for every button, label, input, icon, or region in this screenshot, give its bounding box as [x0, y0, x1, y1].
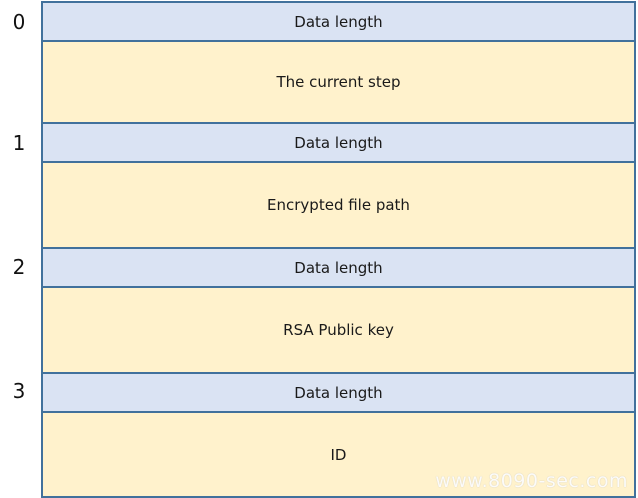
content-label: The current step — [276, 73, 401, 91]
index-label-2: 2 — [12, 255, 26, 279]
content-block-current-step: The current step — [41, 40, 636, 124]
content-label: RSA Public key — [283, 321, 394, 339]
data-length-label: Data length — [294, 133, 383, 152]
content-block-rsa-public-key: RSA Public key — [41, 286, 636, 374]
content-label: Encrypted file path — [267, 196, 410, 214]
watermark: www.8090-sec.com — [435, 470, 628, 492]
data-length-block-1: Data length — [41, 122, 636, 163]
index-label-1: 1 — [12, 131, 26, 155]
data-length-label: Data length — [294, 383, 383, 402]
data-length-label: Data length — [294, 258, 383, 277]
data-length-block-3: Data length — [41, 372, 636, 413]
data-length-block-2: Data length — [41, 247, 636, 288]
content-block-id: ID — [41, 411, 636, 498]
content-label: ID — [330, 445, 347, 464]
data-length-label: Data length — [294, 12, 383, 31]
index-label-3: 3 — [12, 379, 26, 403]
index-label-0: 0 — [12, 10, 26, 34]
content-block-encrypted-file-path: Encrypted file path — [41, 161, 636, 249]
data-length-block-0: Data length — [41, 1, 636, 42]
